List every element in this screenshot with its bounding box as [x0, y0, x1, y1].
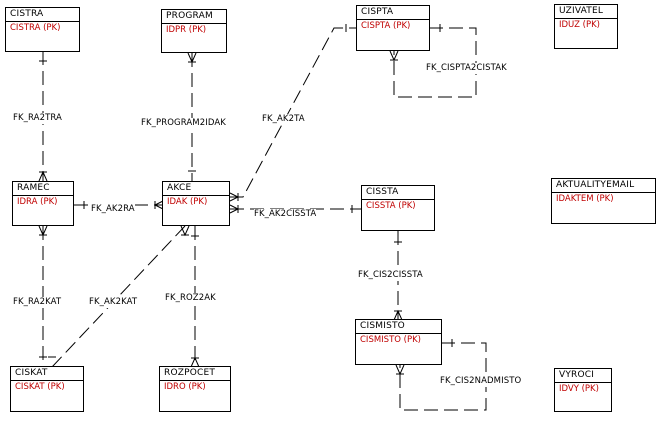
entity-ciskat[interactable]: CISKAT CISKAT (PK): [10, 366, 84, 412]
relationship-label-ak2ta: FK_AK2TA: [262, 114, 305, 125]
many-marker: [229, 204, 240, 214]
many-marker: [153, 200, 164, 210]
many-marker: [187, 52, 197, 64]
many-marker: [190, 356, 200, 368]
relationship-label-ak2ra: FK_AK2RA: [91, 204, 135, 215]
primary-key: IDPR (PK): [166, 25, 207, 35]
entity-ramec[interactable]: RAMEC IDRA (PK): [12, 181, 74, 226]
entity-vyroci[interactable]: VYROCI IDVY (PK): [554, 368, 612, 412]
primary-key: CISKAT (PK): [15, 382, 65, 392]
primary-key: IDRA (PK): [17, 197, 58, 207]
relationship-label-program2idak: FK_PROGRAM2IDAK: [141, 118, 226, 129]
relationship-label-ra2kat: FK_RA2KAT: [13, 297, 62, 308]
entity-name: RAMEC: [13, 182, 73, 196]
relationship-label-ak2cissta: FK_AK2CISSTA: [254, 209, 317, 220]
relationship-label-cis2nadmisto: FK_CIS2NADMISTO: [440, 376, 522, 387]
entity-name: UZIVATEL: [555, 5, 617, 19]
relationship-line-cispta2cistak: [393, 27, 477, 98]
relationship-label-ak2kat: FK_AK2KAT: [89, 297, 138, 308]
many-marker: [180, 225, 190, 237]
entity-cispta[interactable]: CISPTA CISPTA (PK): [356, 5, 430, 51]
entity-aktualityemail[interactable]: AKTUALITYEMAIL IDAKTEM (PK): [551, 178, 656, 224]
relationship-label-cispta2cistak: FK_CISPTA2CISTAK: [426, 63, 507, 74]
many-marker: [389, 50, 399, 62]
relationship-label-cis2cissta: FK_CIS2CISSTA: [358, 270, 423, 281]
entity-name: CISTRA: [6, 8, 79, 22]
relationship-label-roz2ak: FK_ROZ2AK: [165, 293, 216, 304]
primary-key: IDUZ (PK): [559, 20, 600, 30]
many-marker: [229, 192, 240, 202]
entity-uzivatel[interactable]: UZIVATEL IDUZ (PK): [554, 4, 618, 49]
entity-name: PROGRAM: [162, 10, 226, 24]
primary-key: CISMISTO (PK): [360, 335, 421, 345]
primary-key: IDRO (PK): [164, 382, 206, 392]
entity-name: CISSTA: [362, 186, 434, 200]
primary-key: CISPTA (PK): [361, 21, 411, 31]
entity-program[interactable]: PROGRAM IDPR (PK): [161, 9, 227, 53]
entity-name: CISPTA: [357, 6, 429, 20]
primary-key: IDAK (PK): [167, 197, 208, 207]
entity-name: VYROCI: [555, 369, 611, 383]
primary-key: CISSTA (PK): [366, 201, 416, 211]
relationship-label-ra2tra: FK_RA2TRA: [13, 113, 62, 124]
entity-akce[interactable]: AKCE IDAK (PK): [162, 181, 230, 226]
entity-name: AKCE: [163, 182, 229, 196]
entity-rozpocet[interactable]: ROZPOCET IDRO (PK): [159, 366, 231, 412]
relationship-line-ak2ta: [230, 27, 357, 198]
primary-key: IDVY (PK): [559, 384, 599, 394]
entity-cissta[interactable]: CISSTA CISSTA (PK): [361, 185, 435, 231]
entity-name: AKTUALITYEMAIL: [552, 179, 655, 193]
relationship-line-ak2kat: [51, 225, 186, 368]
relationship-line-cis2nadmisto: [399, 342, 487, 411]
entity-name: ROZPOCET: [160, 367, 230, 381]
primary-key: IDAKTEM (PK): [556, 194, 614, 204]
many-marker: [38, 170, 48, 182]
many-marker: [393, 309, 403, 321]
entity-cismisto[interactable]: CISMISTO CISMISTO (PK): [355, 319, 442, 365]
many-marker: [38, 225, 48, 237]
many-marker: [395, 364, 405, 376]
primary-key: CISTRA (PK): [10, 23, 61, 33]
entity-name: CISKAT: [11, 367, 83, 381]
entity-name: CISMISTO: [356, 320, 441, 334]
entity-cistra[interactable]: CISTRA CISTRA (PK): [5, 7, 80, 52]
